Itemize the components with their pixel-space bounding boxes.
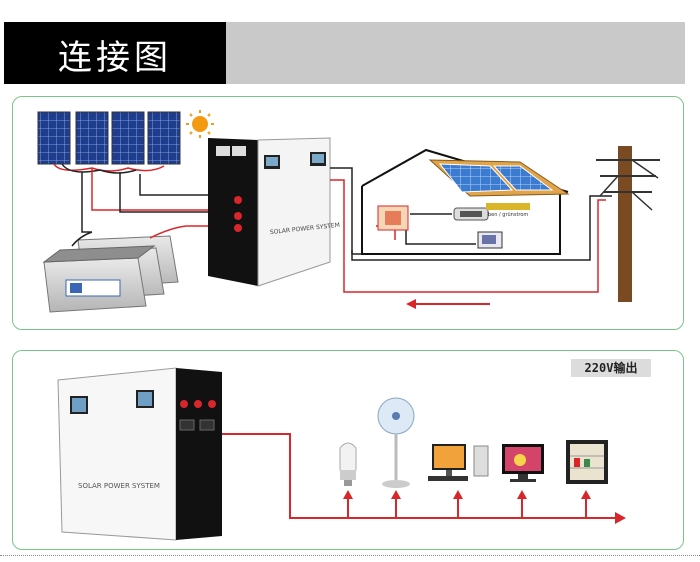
desktop-computer-icon xyxy=(428,444,489,481)
house: ben / grünstrom xyxy=(361,148,570,255)
utility-pole xyxy=(596,146,660,302)
solar-panel-array xyxy=(37,111,181,165)
output-arrowheads xyxy=(343,490,626,524)
television-icon xyxy=(502,444,544,482)
solar-power-unit-top: SOLAR POWER SYSTEM xyxy=(208,137,340,287)
solar-panel xyxy=(37,111,71,165)
page-title: 连接图 xyxy=(58,38,172,78)
inverter-box xyxy=(377,205,409,231)
meter xyxy=(453,207,489,221)
header-banner: 连接图 xyxy=(4,22,685,84)
battery xyxy=(42,245,156,313)
header-black-block: 连接图 xyxy=(4,22,226,84)
output-voltage-label: 220V输出 xyxy=(571,359,651,377)
battery-wires xyxy=(71,225,210,247)
solar-panel xyxy=(147,111,181,165)
light-bulb-icon xyxy=(339,442,357,486)
solar-power-unit-bottom: SOLAR POWER SYSTEM xyxy=(57,367,222,541)
output-wiring xyxy=(222,433,616,519)
sun-icon xyxy=(186,110,214,138)
solar-panel xyxy=(75,111,109,165)
mini-fridge-icon xyxy=(566,440,608,484)
energy-sign xyxy=(486,203,530,210)
monitor-box xyxy=(477,231,503,249)
battery-bank xyxy=(42,235,179,313)
energy-sign-text: ben / grünstrom xyxy=(488,212,528,218)
electric-fan-icon xyxy=(377,397,415,488)
header-gray-block xyxy=(226,22,685,84)
solar-panel xyxy=(111,111,145,165)
bottom-divider xyxy=(0,555,700,556)
unit-label: SOLAR POWER SYSTEM xyxy=(78,482,160,490)
panel-wires xyxy=(53,163,210,233)
feed-in-arrow xyxy=(406,299,490,309)
